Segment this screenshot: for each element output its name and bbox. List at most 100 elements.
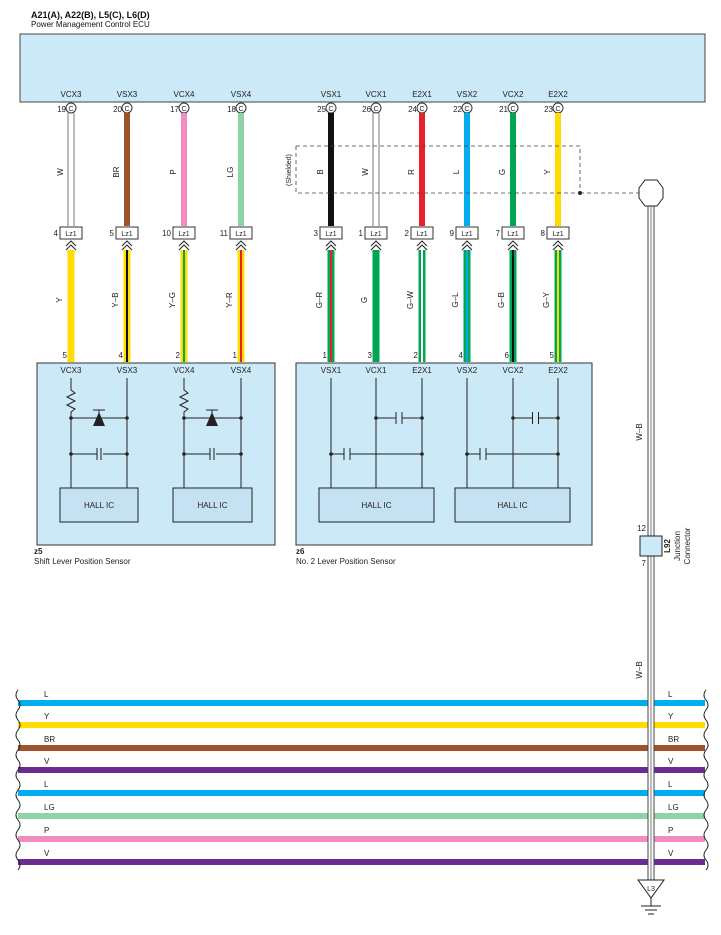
bus-label-right: L (668, 780, 673, 789)
hall-ic-box (172, 487, 253, 523)
lz1-chevron (65, 240, 77, 251)
sensor-pin-number: 6 (505, 351, 510, 360)
sensor-pin-number: 4 (119, 351, 124, 360)
lz1-connector-box (59, 226, 83, 240)
bus-break-left (15, 689, 21, 871)
lower-wire-label: Y (55, 297, 64, 303)
lz1-chevron (507, 240, 519, 251)
lz1-connector-label: Lz1 (370, 231, 381, 238)
shielded-label: (Shielded) (286, 154, 293, 186)
lower-wire-label: G–B (497, 292, 506, 308)
sensor-pin-name: VSX2 (457, 366, 478, 375)
ecu-pin-name: VSX1 (321, 90, 342, 99)
lz1-pin-number: 3 (314, 229, 319, 238)
lower-wire-label: Y–B (111, 292, 120, 307)
lower-wire-label: G–W (406, 290, 415, 309)
shield-junction-dot (578, 191, 582, 195)
ground-symbol (641, 898, 661, 915)
lz1-pin-number: 1 (359, 229, 364, 238)
sensor-pin-name: E2X1 (412, 366, 432, 375)
upper-wire-label: Y (543, 169, 552, 175)
node (125, 452, 129, 456)
z6-circuit-2: HALL IC (454, 378, 571, 523)
node (125, 416, 129, 420)
ecu-pin-number: 24 (408, 105, 417, 114)
sensor-pin-name: E2X2 (548, 366, 568, 375)
bus-label-right: BR (668, 735, 679, 744)
bus-label-left: V (44, 757, 50, 766)
lz1-connector-box (546, 226, 570, 240)
lz1-chevron (235, 240, 247, 251)
lz1-connector-box (410, 226, 434, 240)
junction-pin-top: 12 (637, 524, 646, 533)
ecu-pin-letter: C (238, 106, 243, 113)
sensor-pin-name: VCX4 (174, 366, 195, 375)
sensor-pin-name: VSX4 (231, 366, 252, 375)
lz1-chevron (121, 240, 133, 251)
ecu-pin-name: VCX4 (174, 90, 195, 99)
lz1-chevron (325, 240, 337, 251)
ecu-pin-letter: C (124, 106, 129, 113)
lower-wire-label: Y–R (225, 292, 234, 308)
ecu-title: A21(A), A22(B), L5(C), L6(D) (31, 10, 150, 20)
lower-wire-label: G–R (315, 292, 324, 309)
junction-id: L92 (663, 539, 672, 553)
node (556, 416, 560, 420)
sensor-pin-name: VCX1 (366, 366, 387, 375)
lz1-connector-box (229, 226, 253, 240)
ecu-pin-letter: C (510, 106, 515, 113)
z5-circuit-2: HALL IC (172, 378, 253, 523)
lz1-connector-box (319, 226, 343, 240)
bus-label-left: LG (44, 803, 55, 812)
lz1-connector-label: Lz1 (325, 231, 336, 238)
lz1-pin-number: 7 (496, 229, 501, 238)
node (420, 416, 424, 420)
lower-wire-label: G–L (451, 292, 460, 308)
lower-wire-label: G (360, 297, 369, 303)
zener-diode (93, 412, 105, 426)
ecu-pin-number: 26 (362, 105, 371, 114)
lz1-connector-label: Lz1 (178, 231, 189, 238)
bus-label-left: Y (44, 712, 50, 721)
sensor-pin-number: 4 (459, 351, 464, 360)
upper-wire-label: W (361, 168, 370, 176)
sensor-line (466, 378, 559, 488)
bus-label-right: LG (668, 803, 679, 812)
bus-label-right: P (668, 826, 673, 835)
upper-wire-label: W (56, 168, 65, 176)
sensor-pin-number: 5 (63, 351, 68, 360)
shield-ground-octagon (638, 179, 664, 207)
hall-ic-label: HALL IC (198, 501, 228, 510)
lz1-connector-box (115, 226, 139, 240)
sensor-z5-id: z5 (34, 547, 43, 556)
lz1-connector-label: Lz1 (65, 231, 76, 238)
lz1-pin-number: 8 (541, 229, 546, 238)
capacitor (376, 412, 422, 424)
upper-wire-label: LG (226, 167, 235, 178)
ecu-pin-number: 22 (453, 105, 462, 114)
ecu-pin-name: VSX2 (457, 90, 478, 99)
bus-label-left: L (44, 690, 49, 699)
capacitor (209, 448, 215, 460)
node (329, 452, 333, 456)
lz1-chevron (178, 240, 190, 251)
ecu-subtitle: Power Management Control ECU (31, 20, 150, 29)
ground-wire-label: W–B (635, 423, 644, 440)
hall-ic-label: HALL IC (498, 501, 528, 510)
capacitor (331, 448, 422, 460)
lz1-connector-box (455, 226, 479, 240)
junction-connector-box (639, 535, 663, 557)
node (182, 416, 186, 420)
lz1-connector-box (172, 226, 196, 240)
node (239, 416, 243, 420)
hall-ic-label: HALL IC (362, 501, 392, 510)
junction-label-2: Connector (683, 527, 692, 564)
ecu-pin-name: VCX3 (61, 90, 82, 99)
sensor-pin-number: 1 (323, 351, 328, 360)
node (374, 416, 378, 420)
sensor-line (330, 378, 423, 488)
upper-wire-label: P (169, 169, 178, 174)
shield-box (295, 145, 581, 194)
node (511, 416, 515, 420)
lz1-connector-label: Lz1 (552, 231, 563, 238)
